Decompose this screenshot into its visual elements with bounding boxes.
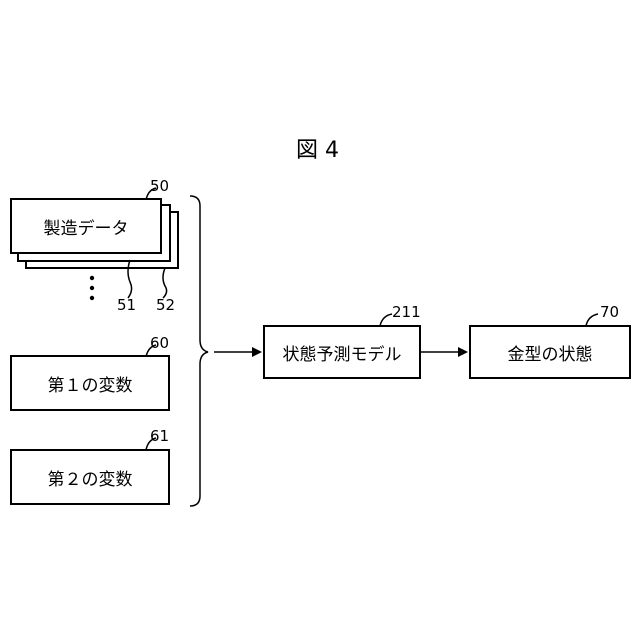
ellipsis-dot-3 <box>90 296 94 300</box>
grouping-brace <box>190 196 208 506</box>
ellipsis-dot-1 <box>90 276 94 280</box>
leader-52 <box>163 268 167 298</box>
ref-60: 60 <box>150 334 169 352</box>
manufacturing-data-box: 製造データ <box>10 198 162 254</box>
state-prediction-model-label: 状態予測モデル <box>283 340 402 365</box>
ellipsis-dot-2 <box>90 286 94 290</box>
ref-51: 51 <box>117 296 136 314</box>
ref-211: 211 <box>392 303 421 321</box>
mold-state-box: 金型の状態 <box>469 325 631 379</box>
ref-50: 50 <box>150 177 169 195</box>
first-variable-box: 第１の変数 <box>10 355 170 411</box>
second-variable-box: 第２の変数 <box>10 449 170 505</box>
mold-state-label: 金型の状態 <box>508 340 593 365</box>
first-variable-label: 第１の変数 <box>48 371 133 396</box>
state-prediction-model-box: 状態予測モデル <box>263 325 421 379</box>
arrow-head-output <box>458 347 468 357</box>
ref-52: 52 <box>156 296 175 314</box>
second-variable-label: 第２の変数 <box>48 465 133 490</box>
manufacturing-data-label: 製造データ <box>44 214 129 239</box>
figure-title: 図 4 <box>296 132 339 164</box>
ref-70: 70 <box>600 303 619 321</box>
arrow-head-model <box>252 347 262 357</box>
ref-61: 61 <box>150 427 169 445</box>
